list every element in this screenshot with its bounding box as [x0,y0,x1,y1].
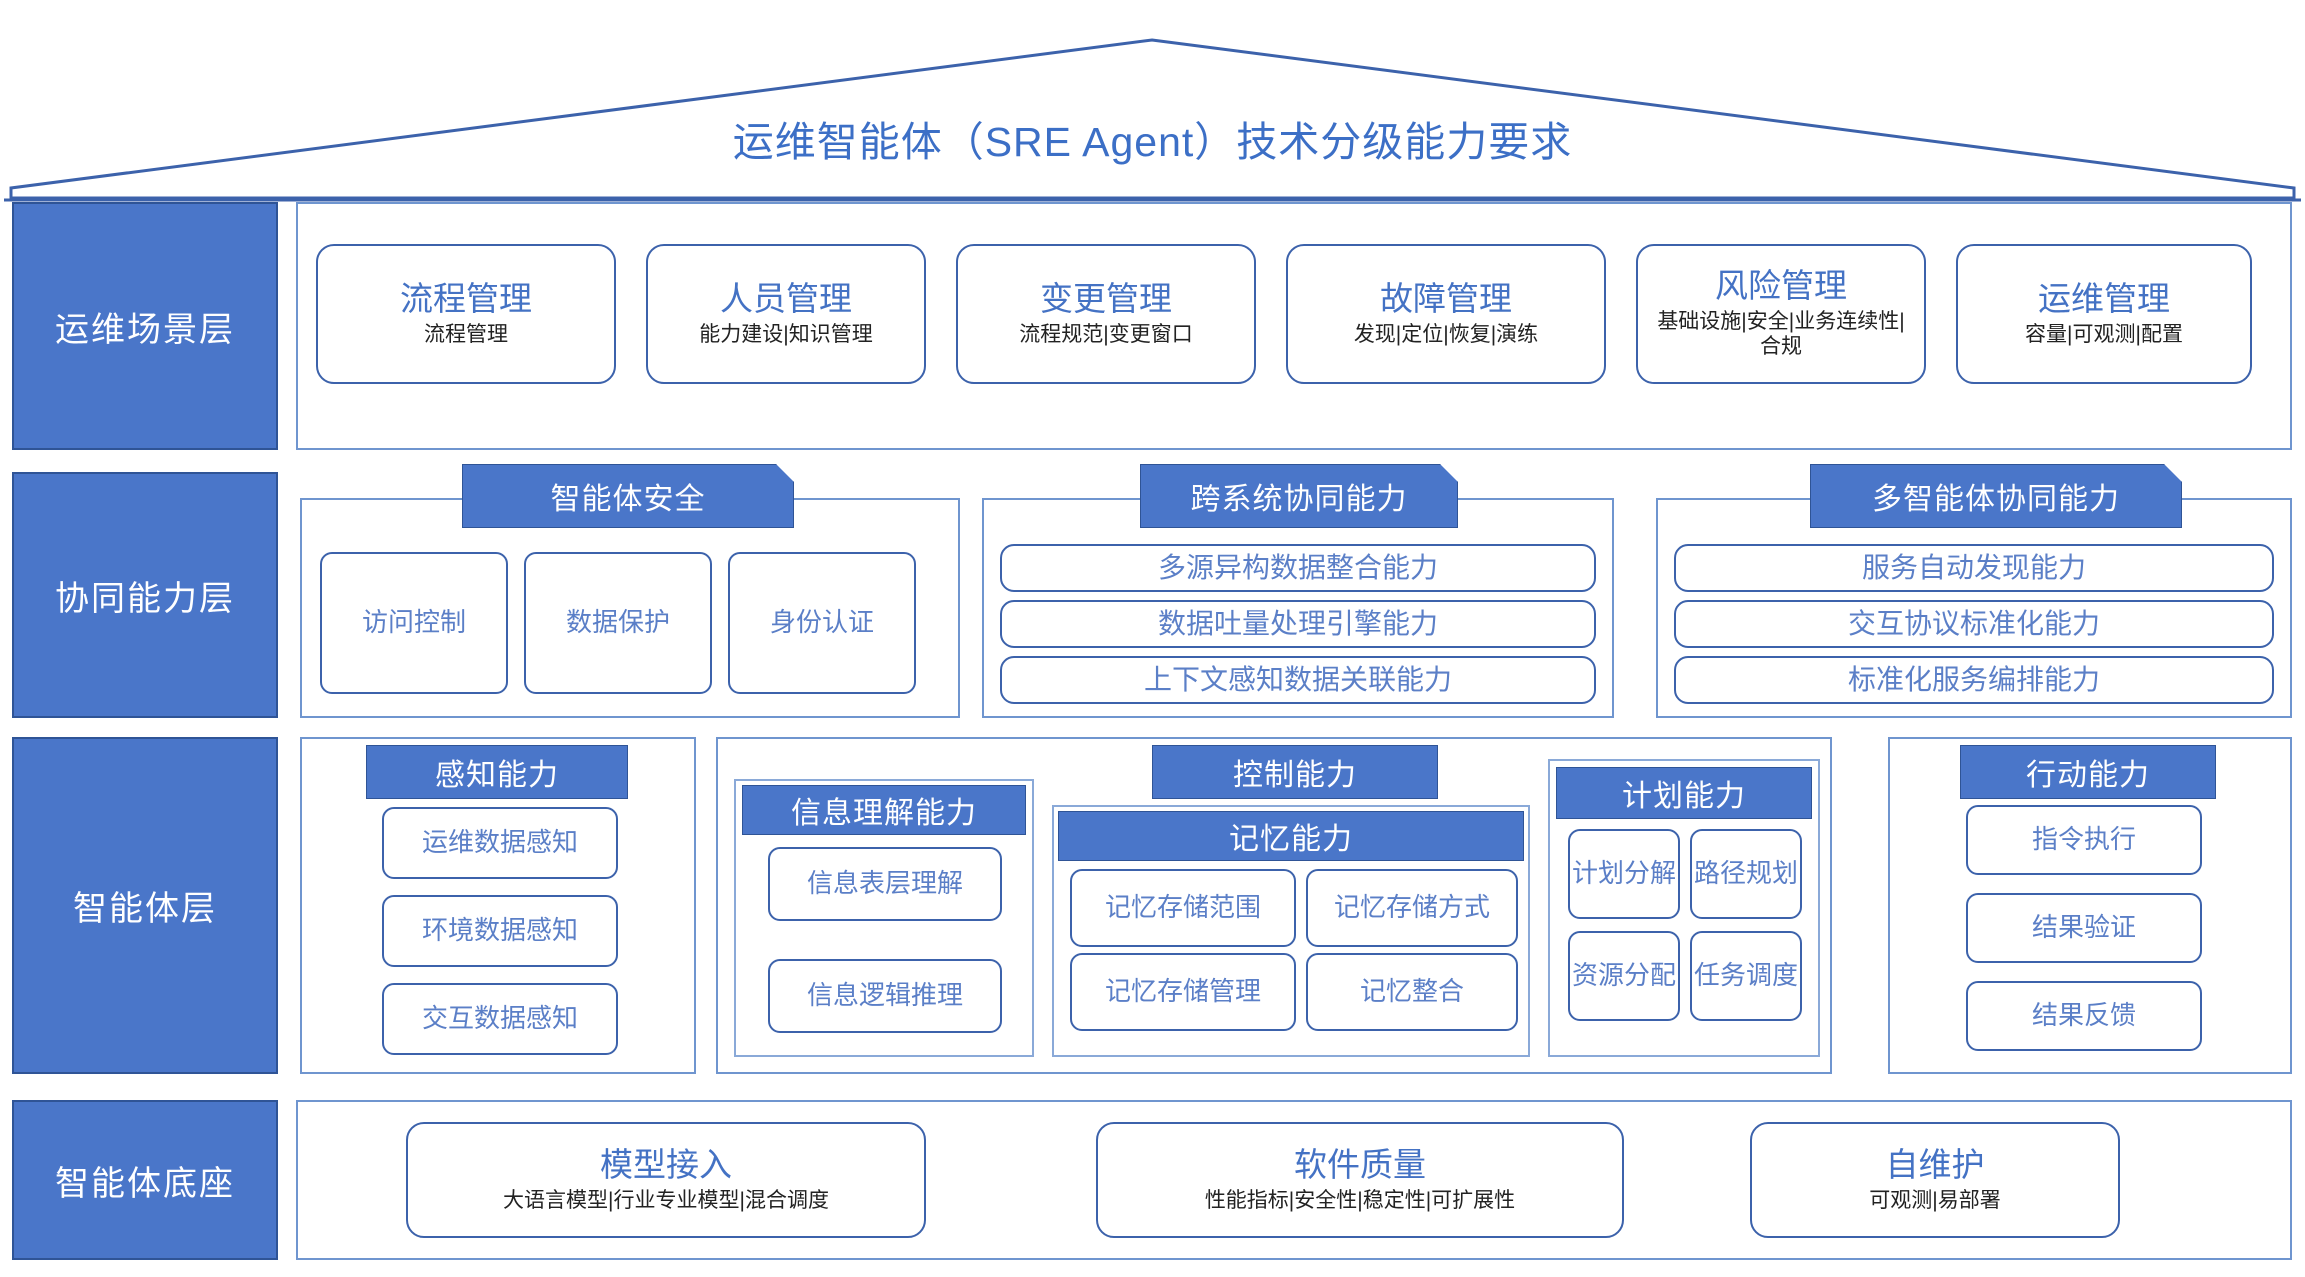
layer-tag-agent-foundation: 智能体底座 [12,1100,278,1260]
pill-protocol-standardization[interactable]: 交互协议标准化能力 [1674,600,2274,648]
pill-memory-consolidation[interactable]: 记忆整合 [1306,953,1518,1031]
scenario-card-operations[interactable]: 运维管理 容量|可观测|配置 [1956,244,2252,384]
card-title: 风险管理 [1715,267,1847,305]
foundation-card-model-access[interactable]: 模型接入 大语言模型|行业专业模型|混合调度 [406,1122,926,1238]
group-header-info-understanding: 信息理解能力 [742,785,1026,835]
group-header-memory: 记忆能力 [1058,811,1524,861]
foundation-card-self-maintenance[interactable]: 自维护 可观测|易部署 [1750,1122,2120,1238]
scenario-card-risk[interactable]: 风险管理 基础设施|安全|业务连续性|合规 [1636,244,1926,384]
card-title: 运维管理 [2038,279,2170,317]
card-subtitle: 流程规范|变更窗口 [1019,322,1193,346]
card-subtitle: 能力建设|知识管理 [699,322,873,346]
group-header-agent-security: 智能体安全 [462,464,794,528]
pill-task-scheduling[interactable]: 任务调度 [1690,931,1802,1021]
pill-service-orchestration[interactable]: 标准化服务编排能力 [1674,656,2274,704]
group-header-action: 行动能力 [1960,745,2216,799]
group-header-control: 控制能力 [1152,745,1438,799]
scenario-card-process[interactable]: 流程管理 流程管理 [316,244,616,384]
card-title: 人员管理 [720,279,852,317]
pill-surface-understanding[interactable]: 信息表层理解 [768,847,1002,921]
page-title: 运维智能体（SRE Agent）技术分级能力要求 [732,119,1573,165]
pill-service-discovery[interactable]: 服务自动发现能力 [1674,544,2274,592]
card-title: 变更管理 [1040,279,1172,317]
pill-memory-storage-mode[interactable]: 记忆存储方式 [1306,869,1518,947]
card-title: 软件质量 [1294,1145,1426,1183]
group-header-planning: 计划能力 [1556,767,1812,819]
card-title: 模型接入 [600,1145,732,1183]
pill-ops-data-perception[interactable]: 运维数据感知 [382,807,618,879]
pill-path-planning[interactable]: 路径规划 [1690,829,1802,919]
scenario-card-change[interactable]: 变更管理 流程规范|变更窗口 [956,244,1256,384]
layer-tag-agent: 智能体层 [12,737,278,1074]
card-subtitle: 可观测|易部署 [1869,1188,2001,1212]
pill-result-feedback[interactable]: 结果反馈 [1966,981,2202,1051]
card-subtitle: 发现|定位|恢复|演练 [1353,322,1539,346]
card-title: 故障管理 [1380,279,1512,317]
roof-shape [0,18,2305,203]
pill-result-verification[interactable]: 结果验证 [1966,893,2202,963]
pill-access-control[interactable]: 访问控制 [320,552,508,694]
layer-tag-collaboration: 协同能力层 [12,472,278,718]
pill-memory-storage-management[interactable]: 记忆存储管理 [1070,953,1296,1031]
pill-identity-auth[interactable]: 身份认证 [728,552,916,694]
card-subtitle: 基础设施|安全|业务连续性|合规 [1657,310,1905,358]
scenario-card-incident[interactable]: 故障管理 发现|定位|恢复|演练 [1286,244,1606,384]
pill-command-execution[interactable]: 指令执行 [1966,805,2202,875]
card-subtitle: 大语言模型|行业专业模型|混合调度 [503,1188,829,1212]
layer-tag-ops-scenario: 运维场景层 [12,202,278,450]
pill-throughput-engine[interactable]: 数据吐量处理引擎能力 [1000,600,1596,648]
pill-logical-reasoning[interactable]: 信息逻辑推理 [768,959,1002,1033]
pill-interaction-data-perception[interactable]: 交互数据感知 [382,983,618,1055]
pill-resource-allocation[interactable]: 资源分配 [1568,931,1680,1021]
foundation-card-software-quality[interactable]: 软件质量 性能指标|安全性|稳定性|可扩展性 [1096,1122,1624,1238]
pill-env-data-perception[interactable]: 环境数据感知 [382,895,618,967]
pill-plan-decomposition[interactable]: 计划分解 [1568,829,1680,919]
pill-memory-scope[interactable]: 记忆存储范围 [1070,869,1296,947]
pill-multi-source-integration[interactable]: 多源异构数据整合能力 [1000,544,1596,592]
card-subtitle: 流程管理 [424,322,508,346]
card-subtitle: 性能指标|安全性|稳定性|可扩展性 [1204,1188,1516,1212]
pill-data-protection[interactable]: 数据保护 [524,552,712,694]
pill-context-aware-correlation[interactable]: 上下文感知数据关联能力 [1000,656,1596,704]
scenario-card-personnel[interactable]: 人员管理 能力建设|知识管理 [646,244,926,384]
card-title: 流程管理 [400,279,532,317]
card-subtitle: 容量|可观测|配置 [2025,322,2183,346]
group-header-multi-agent: 多智能体协同能力 [1810,464,2182,528]
group-header-perception: 感知能力 [366,745,628,799]
card-title: 自维护 [1885,1145,1985,1183]
group-header-cross-system: 跨系统协同能力 [1140,464,1458,528]
